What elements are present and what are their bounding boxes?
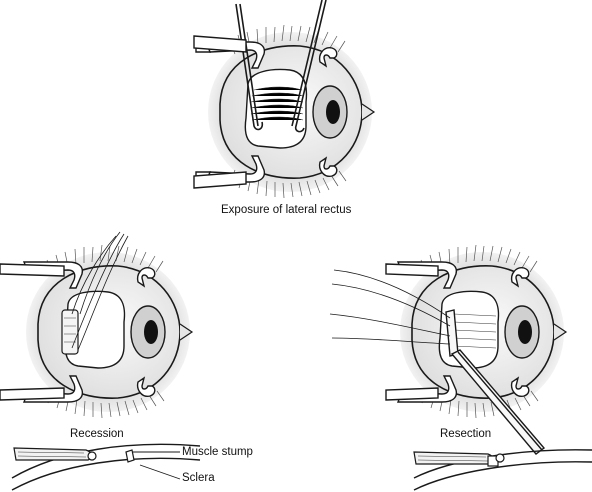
- label-sclera: Sclera: [182, 472, 215, 484]
- eye-recession: [0, 231, 193, 419]
- caption-exposure: Exposure of lateral rectus: [221, 204, 352, 216]
- label-muscle-stump: Muscle stump: [182, 446, 253, 458]
- caption-recession: Recession: [70, 428, 124, 440]
- eye-exposure: [193, 0, 375, 199]
- cross-section-resection: [413, 449, 592, 491]
- cross-section-recession: [11, 443, 201, 491]
- caption-resection: Resection: [440, 428, 492, 440]
- eye-resection: [329, 244, 567, 455]
